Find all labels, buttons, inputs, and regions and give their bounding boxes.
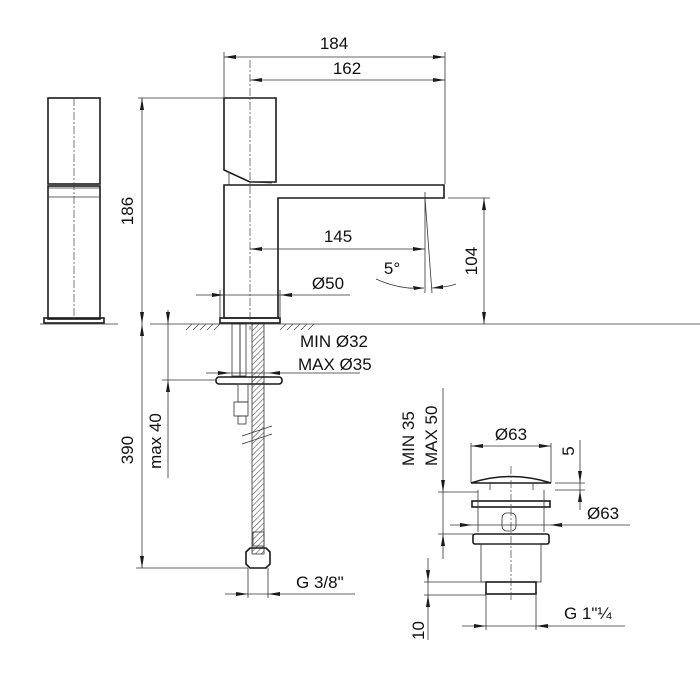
label-184: 184	[320, 34, 348, 53]
label-max50: MAX 50	[422, 406, 441, 466]
dim-waste-10: 10	[409, 558, 486, 640]
label-10: 10	[409, 621, 428, 640]
dim-g38: G 3/8"	[225, 568, 355, 598]
label-5deg: 5°	[384, 259, 400, 278]
label-cap-d63: Ø63	[495, 425, 527, 444]
label-min35: MIN 35	[399, 411, 418, 466]
dim-162: 162	[250, 59, 445, 82]
dim-390: 390	[118, 324, 248, 569]
label-d50: Ø50	[312, 274, 344, 293]
deck-hatch	[185, 323, 315, 331]
side-view	[40, 97, 118, 325]
dim-186: 186	[118, 97, 224, 324]
label-hole-max: MAX Ø35	[298, 355, 372, 374]
label-5: 5	[559, 446, 578, 455]
waste-drain	[470, 466, 552, 600]
dim-145: 145	[250, 192, 433, 294]
label-body-d63: Ø63	[587, 504, 619, 523]
dim-104: 104	[448, 197, 490, 324]
label-390: 390	[118, 436, 137, 464]
dim-hole: MIN Ø32 MAX Ø35	[206, 332, 372, 375]
dim-diameter-50: Ø50	[196, 274, 350, 318]
dim-angle: 5°	[375, 259, 457, 290]
dim-waste-minmax: MIN 35 MAX 50	[399, 388, 478, 559]
dim-waste-thread: G 1"¼	[462, 595, 625, 630]
dim-waste-cap-diam: Ø63	[470, 425, 552, 483]
label-max40: max 40	[146, 413, 165, 469]
label-104: 104	[462, 247, 481, 275]
label-g38: G 3/8"	[296, 573, 344, 592]
under-deck-fittings	[215, 323, 283, 569]
dim-184: 184	[223, 34, 446, 184]
label-162: 162	[333, 59, 361, 78]
label-145: 145	[324, 227, 352, 246]
dim-waste-body-diam: Ø63	[450, 504, 630, 527]
label-186: 186	[118, 197, 137, 225]
dim-max40: max 40	[146, 310, 216, 478]
dim-waste-5: 5	[555, 440, 585, 510]
label-g114: G 1"¼	[564, 604, 612, 623]
label-hole-min: MIN Ø32	[300, 332, 368, 351]
